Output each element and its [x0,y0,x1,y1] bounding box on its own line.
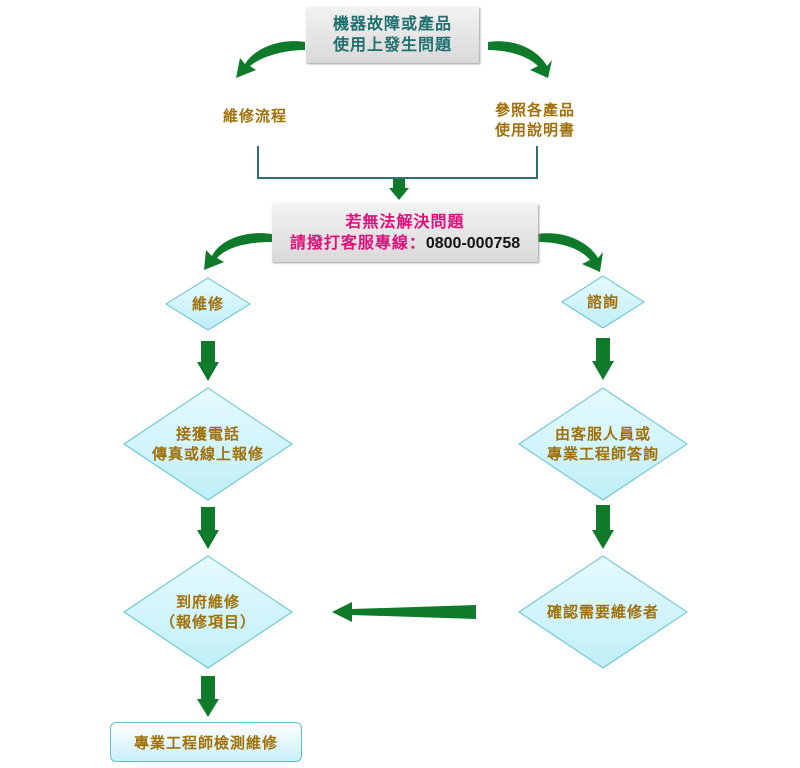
hotline-line2: 請撥打客服專線：0800-000758 [290,233,520,255]
repair-start-label: 維修 [166,292,250,316]
manual-line2: 使用說明書 [494,121,575,139]
curved-arrow-left-middle [204,233,272,270]
confirm-repair-text: 確認需要維修者 [546,602,659,621]
down-arrow-right-2 [592,505,614,549]
problem-line1: 機器故障或產品 [332,14,452,34]
manual-reference-label: 參照各產品 使用說明書 [475,98,595,142]
down-arrow-left-1 [197,341,219,381]
engineer-inspection-text: 專業工程師檢測維修 [133,733,278,752]
diamond-confirm-repair [518,555,688,669]
receive-report-line2: 傳真或線上報修 [151,445,264,463]
onsite-repair-label: 到府維修 （報修項目） [124,590,292,634]
merge-arrow-down [389,179,409,200]
service-answer-label: 由客服人員或 專業工程師答詢 [519,422,687,466]
confirm-repair-label: 確認需要維修者 [519,600,687,624]
onsite-repair-line2: （報修項目） [159,613,256,631]
down-arrow-right-1 [592,338,614,380]
problem-line2: 使用上發生問題 [332,35,452,54]
diamond-onsite-repair [123,555,293,669]
service-answer-line1: 由客服人員或 [554,424,651,443]
hotline-line1: 若無法解決問題 [345,211,465,231]
repair-start-text: 維修 [191,294,224,313]
diamond-repair [165,277,251,331]
horizontal-arrow-to-onsite [332,602,476,622]
down-arrow-left-2 [197,507,219,549]
diamond-receive-report [123,387,293,501]
hotline-prefix: 請撥打客服專線： [289,232,426,252]
hotline-box: 若無法解決問題 請撥打客服專線：0800-000758 [272,204,538,262]
diamond-service-answer [518,387,688,501]
problem-box: 機器故障或產品 使用上發生問題 [306,7,479,63]
down-arrow-left-3 [197,676,219,717]
curved-arrow-right-top [488,41,552,78]
onsite-repair-line1: 到府維修 [175,592,240,611]
repair-process-label: 維修流程 [200,104,310,128]
merge-connector [257,146,538,179]
consult-start-text: 諮詢 [586,292,619,311]
curved-arrow-left-top [236,41,305,78]
service-answer-line2: 專業工程師答詢 [546,445,659,463]
curved-arrow-right-middle [538,233,603,272]
receive-report-line1: 接獲電話 [175,424,240,443]
diamond-consult [561,275,645,329]
manual-line1: 參照各產品 [494,100,575,119]
hotline-phone-number: 0800-000758 [425,234,521,252]
receive-report-label: 接獲電話 傳真或線上報修 [124,422,292,466]
repair-process-text: 維修流程 [222,106,287,125]
engineer-inspection-box: 專業工程師檢測維修 [110,722,302,762]
consult-start-label: 諮詢 [562,290,644,314]
